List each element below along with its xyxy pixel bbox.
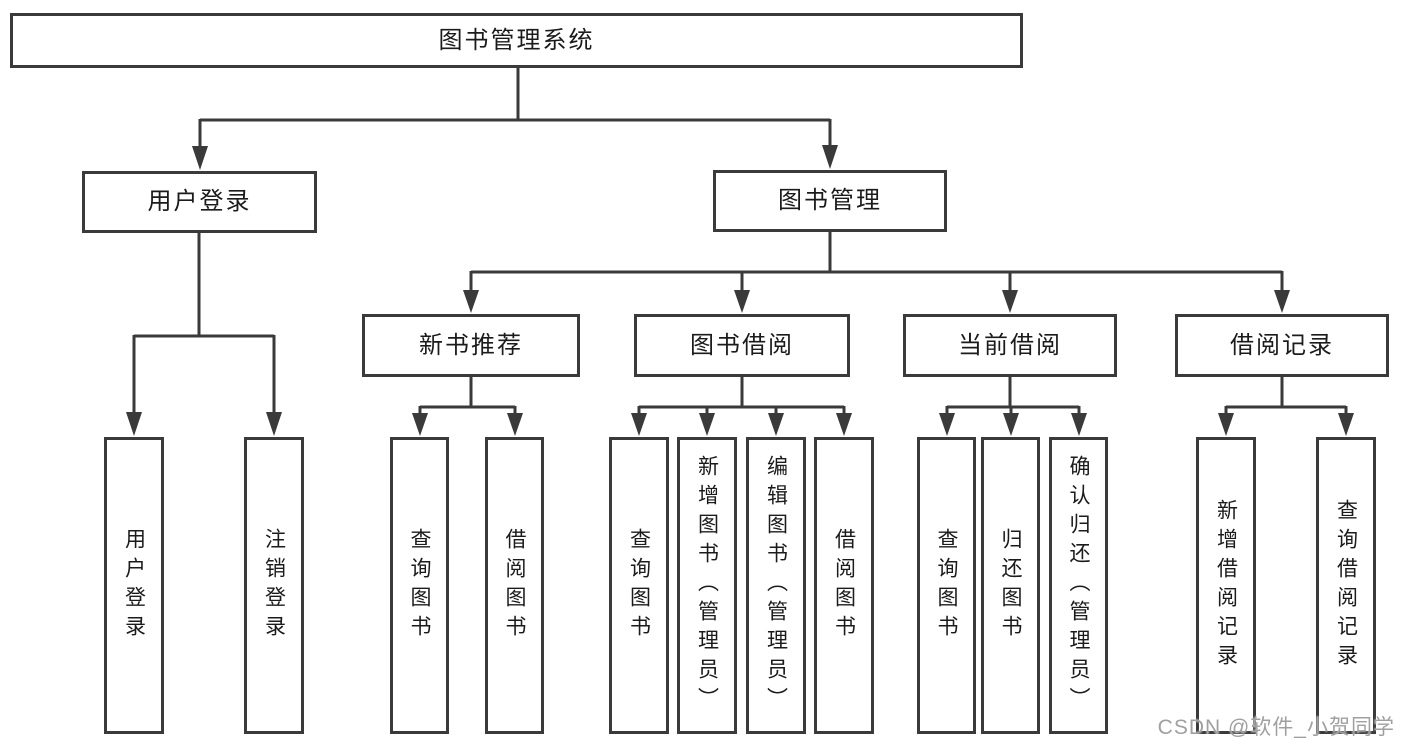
leaf-return-books: 归还图书: [981, 437, 1040, 734]
leaf-confirm-return-admin: 确认归还（管理员）: [1049, 437, 1108, 734]
node-new-book-recommend: 新书推荐: [362, 314, 580, 377]
leaf-query-books-recommend: 查询图书: [390, 437, 449, 734]
leaf-edit-books-admin: 编辑图书（管理员）: [746, 437, 806, 734]
leaf-query-borrow-record: 查询借阅记录: [1316, 437, 1376, 734]
watermark-text: CSDN @软件_小贺同学: [1157, 716, 1395, 739]
leaf-query-books-current: 查询图书: [917, 437, 976, 734]
node-book-borrow: 图书借阅: [634, 314, 850, 377]
node-borrow-records: 借阅记录: [1175, 314, 1389, 377]
leaf-add-books-admin: 新增图书（管理员）: [677, 437, 737, 734]
node-user-login: 用户登录: [82, 171, 317, 233]
leaf-query-books-borrow: 查询图书: [609, 437, 669, 734]
arrowheads: [126, 145, 1354, 436]
node-book-management: 图书管理: [713, 170, 947, 232]
leaf-borrow-books: 借阅图书: [814, 437, 874, 734]
node-current-borrow: 当前借阅: [903, 314, 1117, 377]
leaf-add-borrow-record: 新增借阅记录: [1196, 437, 1256, 734]
leaf-borrow-books-recommend: 借阅图书: [485, 437, 544, 734]
leaf-logout: 注销登录: [244, 437, 304, 734]
leaf-user-login: 用户登录: [104, 437, 164, 734]
node-library-management-system: 图书管理系统: [10, 13, 1023, 68]
